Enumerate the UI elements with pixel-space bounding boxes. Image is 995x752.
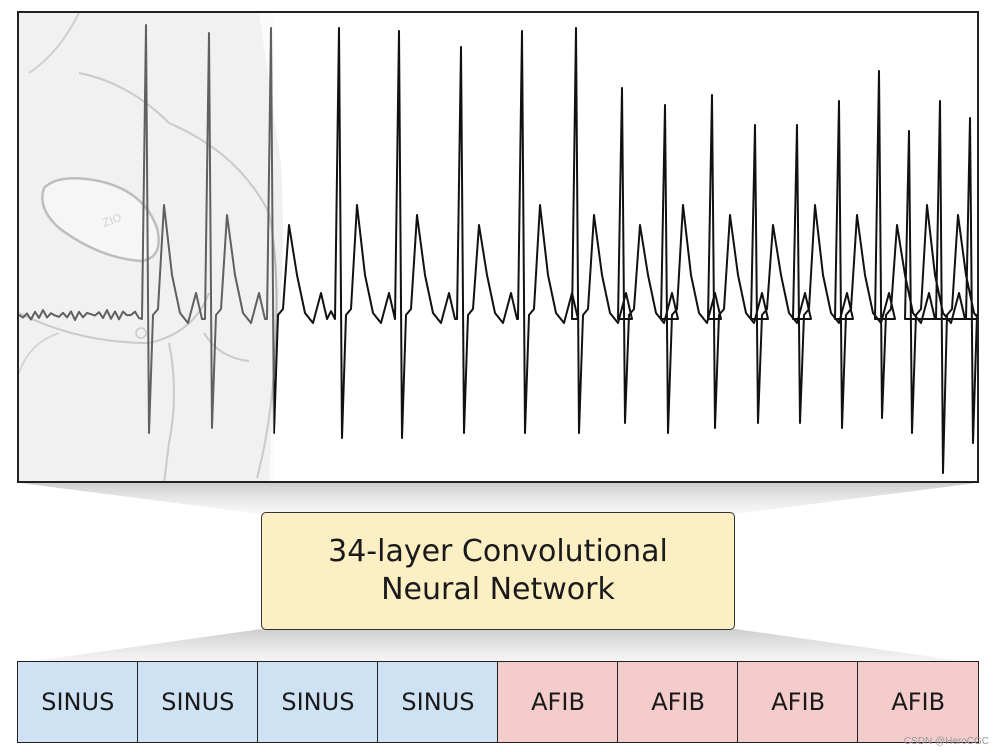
rhythm-segment-afib: AFIB (497, 661, 619, 743)
rhythm-segment-afib: AFIB (617, 661, 739, 743)
cnn-box: 34-layer Convolutional Neural Network (261, 512, 735, 630)
rhythm-segment-afib: AFIB (737, 661, 859, 743)
rhythm-segment-sinus: SINUS (377, 661, 499, 743)
network-label: 34-layer Convolutional Neural Network (328, 533, 668, 609)
rhythm-segment-sinus: SINUS (257, 661, 379, 743)
rhythm-segment-sinus: SINUS (17, 661, 139, 743)
rhythm-label-row: SINUSSINUSSINUSSINUSAFIBAFIBAFIBAFIB (17, 661, 979, 743)
ecg-panel: ZIO (17, 11, 979, 483)
rhythm-segment-sinus: SINUS (137, 661, 259, 743)
rhythm-segment-afib: AFIB (857, 661, 979, 743)
watermark: CSDN @HeroCGC (904, 736, 989, 747)
